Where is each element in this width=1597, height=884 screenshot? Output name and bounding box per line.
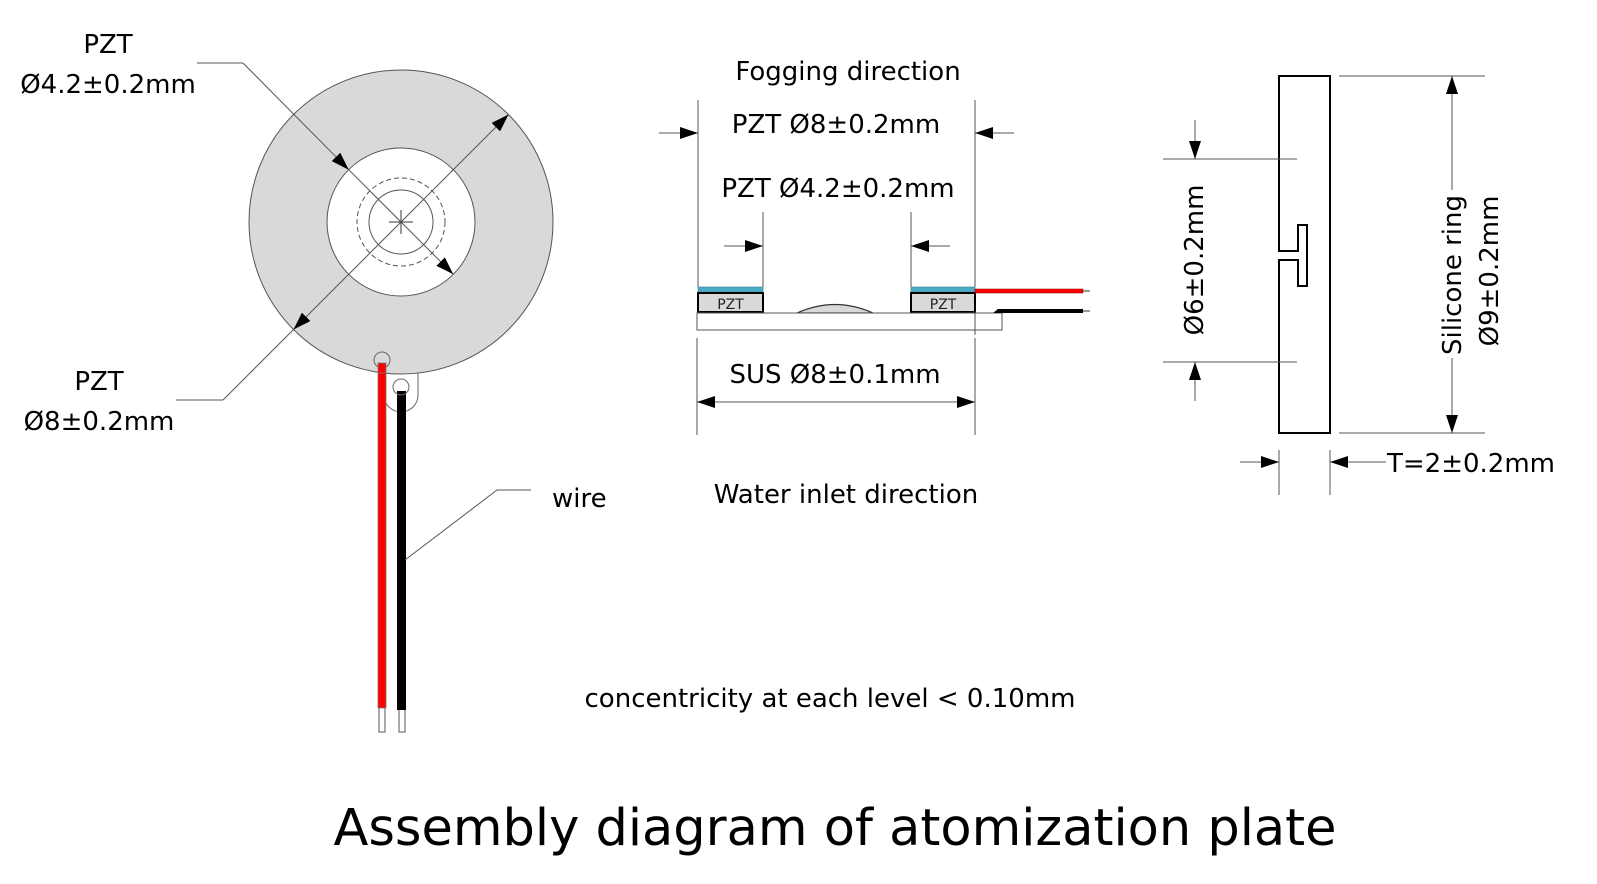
red-wire (377, 362, 387, 709)
thickness-dimension: T=2±0.2mm (1386, 449, 1555, 479)
water-inlet-direction-label: Water inlet direction (714, 480, 978, 510)
electrode-left (697, 286, 764, 293)
outer-dim-line-c (400, 114, 509, 223)
silicone-ring-label: Silicone ring (1438, 195, 1468, 355)
wire-label: wire (552, 484, 607, 514)
red-wire-joint (377, 362, 387, 374)
sus-dimension: SUS Ø8±0.1mm (729, 360, 940, 390)
red-wire-tip (378, 705, 386, 733)
lead-wires (377, 362, 419, 733)
section-red-wire (974, 288, 1084, 294)
silicone-ring-view: Ø6±0.2mm Silicone ring Ø9±0.2mm T=2±0.2m… (1163, 75, 1555, 495)
inner-dim-line-a (242, 62, 350, 171)
sus-plate (696, 312, 1003, 331)
electrode-right (910, 286, 976, 293)
inner-dia-dimension: Ø6±0.2mm (1180, 185, 1210, 336)
outer-dim-line-b (293, 221, 402, 330)
pzt-outer-dimension: PZT Ø8±0.2mm (732, 110, 940, 140)
black-wire (397, 391, 406, 710)
pzt-block-right-label: PZT (930, 297, 957, 313)
center-ring (368, 189, 434, 255)
black-wire-tip (398, 707, 406, 733)
pzt-block-left (697, 292, 764, 313)
label-gap (1436, 192, 1466, 358)
section-black-wire (993, 309, 1083, 313)
diagram-title: Assembly diagram of atomization plate (333, 799, 1336, 858)
top-view: PZT Ø4.2±0.2mm PZT Ø8±0.2mm wire (20, 30, 607, 733)
solder-point (392, 378, 410, 396)
dashed-ring (356, 177, 446, 267)
inner-pzt-label: PZT (83, 30, 132, 60)
concentricity-note: concentricity at each level < 0.10mm (585, 684, 1076, 714)
section-view: Fogging direction PZT Ø8±0.2mm PZT Ø4.2±… (659, 57, 1090, 510)
pzt-block-left-label: PZT (717, 297, 744, 313)
center-dome (796, 304, 874, 314)
fogging-direction-label: Fogging direction (735, 57, 960, 87)
wire-leader (404, 489, 531, 561)
outer-pzt-label: PZT (74, 367, 123, 397)
outer-dia-dimension: Ø9±0.2mm (1475, 196, 1505, 347)
pzt-inner-dimension: PZT Ø4.2±0.2mm (721, 174, 954, 204)
outer-pzt-dimension: Ø8±0.2mm (24, 407, 175, 437)
inner-pzt-dimension: Ø4.2±0.2mm (20, 70, 196, 100)
ring-profile (1278, 75, 1331, 434)
pzt-block-right (910, 292, 976, 313)
outer-dim-line-a (222, 329, 294, 401)
